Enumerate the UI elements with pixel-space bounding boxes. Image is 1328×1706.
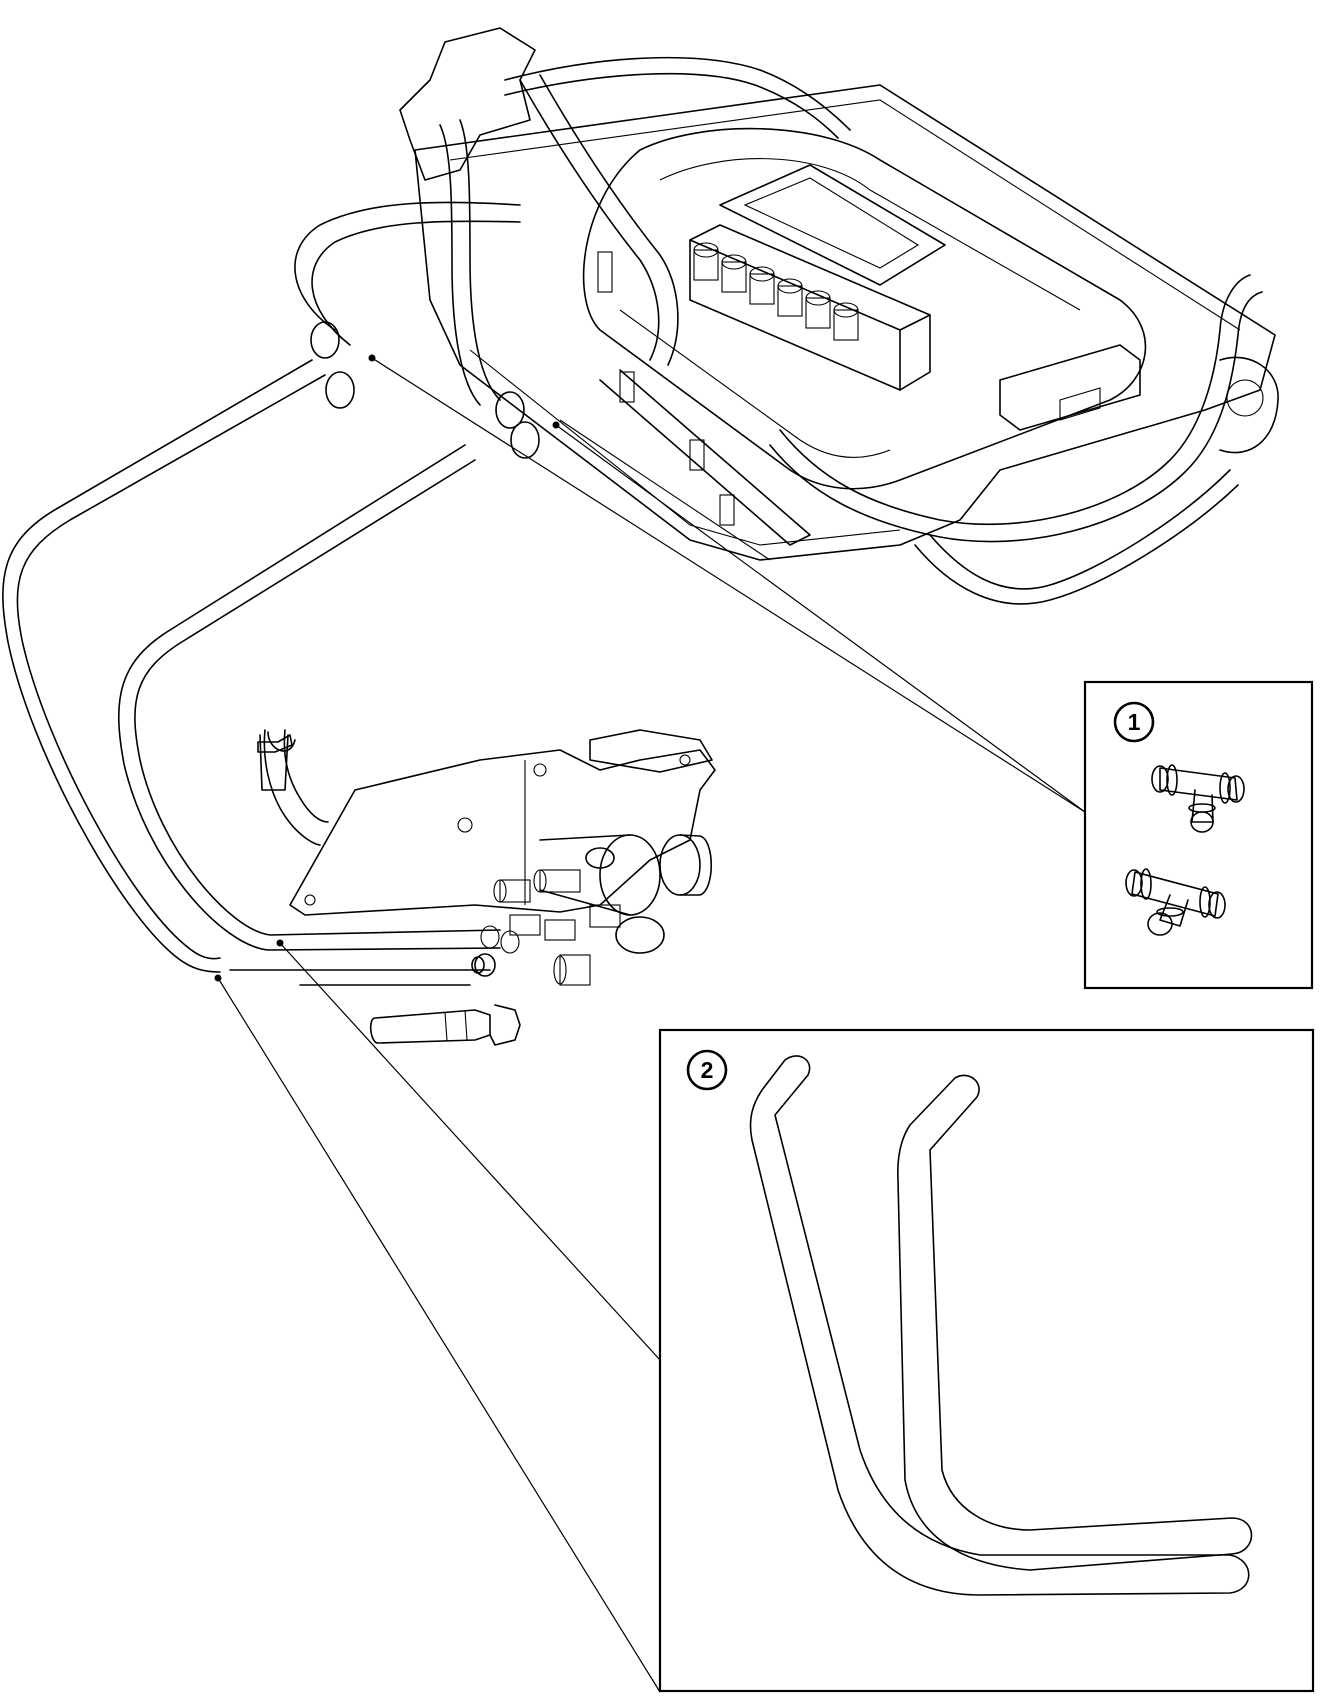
intake-manifold-assembly	[294, 27, 1279, 605]
fuel-lines-overview	[2, 359, 501, 986]
callout-label-2: 2	[701, 1057, 714, 1083]
leader-lines	[217, 357, 1086, 1693]
regulator-fittings	[480, 869, 621, 986]
hose-b	[897, 1074, 1253, 1571]
hose-fittings-top	[310, 251, 735, 526]
callout-label-1: 1	[1128, 709, 1141, 735]
hose-a	[749, 1055, 1250, 1596]
tee-connector-upper	[1151, 764, 1245, 833]
callout-circle-1	[1113, 701, 1155, 743]
tee-connector-lower	[1125, 868, 1226, 936]
bolt-part	[369, 1004, 521, 1046]
regulator-body	[539, 834, 713, 954]
detail-box-2: 2	[658, 1028, 1315, 1693]
callout-circle-2	[686, 1049, 728, 1091]
pressure-regulator-assembly	[257, 729, 716, 1046]
injector-row	[693, 242, 859, 341]
detail-box-1: 1	[1083, 680, 1314, 990]
